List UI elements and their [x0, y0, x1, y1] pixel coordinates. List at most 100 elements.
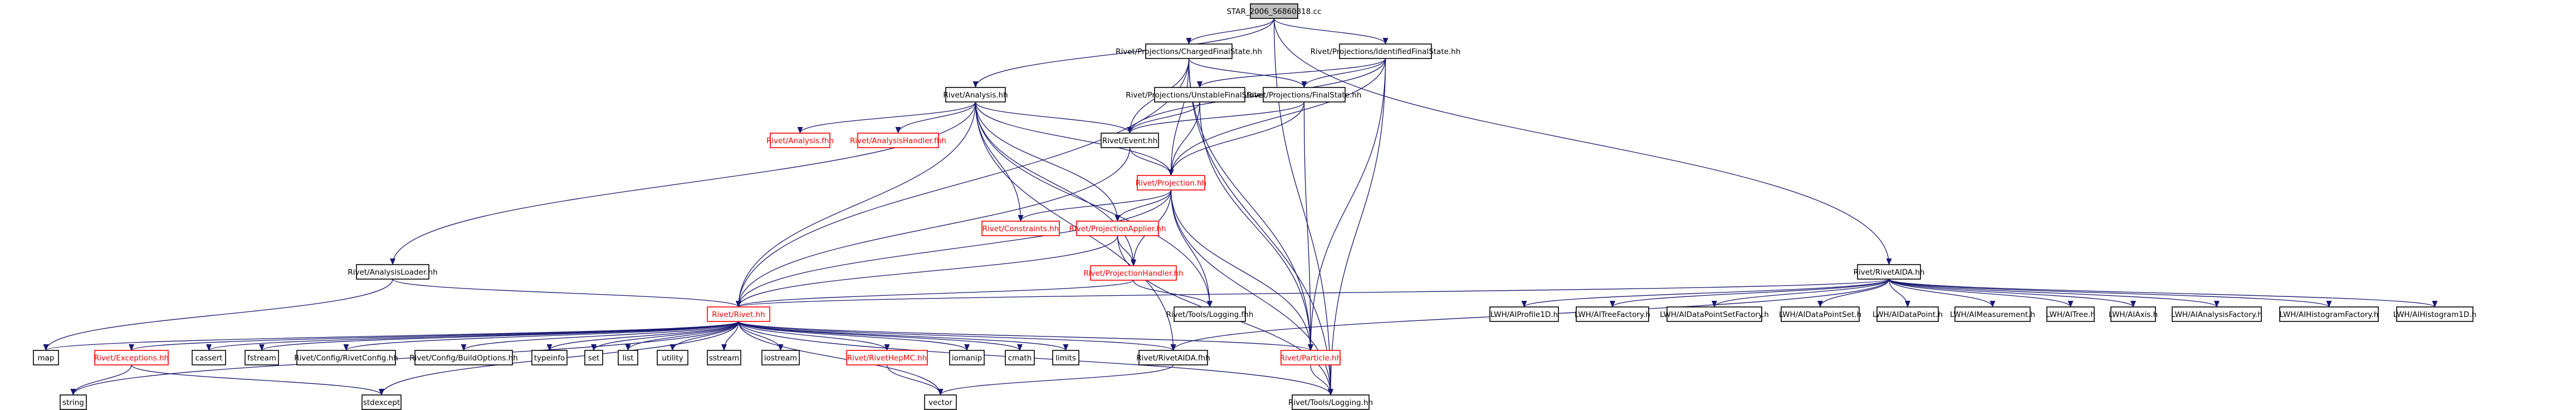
node-box: [1090, 265, 1177, 281]
node-label: LWH/AIDataPointSetFactory.h: [1660, 310, 1769, 319]
node-buildoptions[interactable]: Rivet/Config/BuildOptions.hh: [409, 350, 518, 365]
node-label: Rivet/Projections/IdentifiedFinalState.h…: [1311, 47, 1461, 56]
node-box: [1280, 350, 1341, 365]
node-set[interactable]: set: [584, 350, 603, 365]
edge-rivetaida_fhh-to-vector: [937, 364, 1174, 396]
node-root[interactable]: STAR_2006_S6860818.cc: [1226, 3, 1322, 19]
node-idp[interactable]: LWH/AIDataPoint.h: [1873, 306, 1943, 322]
node-logging_hh[interactable]: Rivet/Tools/Logging.hh: [1288, 394, 1373, 410]
node-ihistofactory[interactable]: LWH/AIHistogramFactory.h: [2279, 306, 2379, 322]
edge-root-to-logging_hh: [1273, 18, 1333, 396]
node-itreefactory[interactable]: LWH/AITreeFactory.h: [1575, 306, 1650, 322]
edge-chargedfs-to-projection: [1168, 58, 1190, 176]
edge-finalstate-to-event: [1127, 101, 1305, 134]
edge-analysis-to-constraints: [975, 101, 1024, 222]
edge-event-to-rivet: [736, 147, 1131, 308]
node-stdexcept[interactable]: stdexcept: [361, 394, 402, 410]
node-typeinfo[interactable]: typeinfo: [531, 350, 568, 365]
node-label: cmath: [1008, 354, 1032, 363]
node-fstream[interactable]: fstream: [245, 350, 279, 365]
node-box: [1138, 350, 1208, 365]
node-iprofile1d[interactable]: LWH/AIProfile1D.h: [1489, 306, 1559, 322]
node-cmath[interactable]: cmath: [1005, 350, 1035, 365]
node-ianalysisfactory[interactable]: LWH/AIAnalysisFactory.h: [2171, 306, 2262, 322]
node-label: Rivet/Projections/UnstableFinalState.hh: [1126, 91, 1274, 100]
node-rivet[interactable]: Rivet/Rivet.hh: [707, 306, 770, 322]
node-chargedfs[interactable]: Rivet/Projections/ChargedFinalState.hh: [1116, 43, 1262, 59]
node-identfs[interactable]: Rivet/Projections/IdentifiedFinalState.h…: [1311, 43, 1461, 59]
node-box: [1857, 264, 1921, 280]
node-box: [1781, 306, 1860, 322]
node-label: LWH/AIHistogram1D.h: [2393, 310, 2476, 319]
edge-particle-to-logging_hh: [1310, 364, 1333, 396]
node-label: vector: [928, 398, 952, 407]
node-box: [1005, 350, 1035, 365]
node-analysis_fhh[interactable]: Rivet/Analysis.fhh: [766, 133, 834, 148]
node-box: [857, 133, 939, 148]
node-analysishandler[interactable]: Rivet/AnalysisHandler.fhh: [850, 133, 946, 148]
edge-analysis-to-rivetaida_fhh: [975, 101, 1176, 351]
edge-analysis-to-analysis_fhh: [797, 101, 976, 134]
node-map[interactable]: map: [33, 350, 59, 365]
node-iaxis[interactable]: LWH/AIAxis.h: [2109, 306, 2158, 322]
node-label: iomanip: [952, 354, 982, 363]
node-box: [245, 350, 279, 365]
edge-analysis-to-event: [975, 101, 1133, 134]
node-label: map: [38, 354, 55, 363]
node-box: [1154, 87, 1245, 102]
node-particle[interactable]: Rivet/Particle.hh: [1280, 350, 1342, 365]
node-projhandler[interactable]: Rivet/ProjectionHandler.hh: [1083, 265, 1184, 281]
edge-rivetaida-to-ianalysisfactory: [1888, 279, 2220, 308]
node-projapplier[interactable]: Rivet/ProjectionApplier.hh: [1069, 221, 1166, 236]
node-finalstate[interactable]: Rivet/Projections/FinalState.hh: [1247, 87, 1362, 102]
node-logging_fhh[interactable]: Rivet/Tools/Logging.fhh: [1166, 306, 1254, 322]
node-imeasurement[interactable]: LWH/AIMeasurement.h: [1950, 306, 2035, 322]
node-label: Rivet/Exceptions.hh: [94, 354, 169, 363]
edge-analysis-to-analysishandler: [895, 101, 976, 134]
node-utility[interactable]: utility: [657, 350, 688, 365]
node-constraints[interactable]: Rivet/Constraints.hh: [981, 221, 1060, 236]
node-ihisto1d[interactable]: LWH/AIHistogram1D.h: [2393, 306, 2476, 322]
node-box: [707, 350, 741, 365]
node-label: LWH/AITreeFactory.h: [1575, 310, 1650, 319]
node-iomanip[interactable]: iomanip: [949, 350, 985, 365]
node-unstablefs[interactable]: Rivet/Projections/UnstableFinalState.hh: [1126, 87, 1274, 102]
node-sstream[interactable]: sstream: [707, 350, 741, 365]
edge-rivetaida-to-iaxis: [1888, 279, 2136, 308]
edge-exceptions-to-string: [70, 364, 132, 396]
node-label: string: [62, 398, 84, 407]
node-analysis[interactable]: Rivet/Analysis.hh: [943, 87, 1008, 102]
node-list[interactable]: list: [618, 350, 638, 365]
edge-identfs-to-unstablefs: [1197, 58, 1386, 88]
node-string[interactable]: string: [60, 394, 87, 410]
node-label: LWH/AITree.h: [2046, 310, 2095, 319]
node-itree[interactable]: LWH/AITree.h: [2046, 306, 2095, 322]
node-cassert[interactable]: cassert: [192, 350, 226, 365]
node-rivetaida_fhh[interactable]: Rivet/RivetAIDA.fhh: [1136, 350, 1210, 365]
graph-edges: [43, 18, 2438, 396]
node-label: iostream: [764, 354, 797, 363]
edge-rivetaida-to-itree: [1888, 279, 2074, 308]
node-projection[interactable]: Rivet/Projection.hh: [1136, 175, 1206, 191]
node-limits[interactable]: limits: [1052, 350, 1079, 365]
node-exceptions[interactable]: Rivet/Exceptions.hh: [94, 350, 169, 365]
edge-root-to-chargedfs: [1186, 18, 1275, 45]
node-analysisloader[interactable]: Rivet/AnalysisLoader.hh: [348, 264, 438, 280]
node-vector[interactable]: vector: [924, 394, 957, 410]
node-event[interactable]: Rivet/Event.hh: [1101, 133, 1159, 148]
node-idpset[interactable]: LWH/AIDataPointSet.h: [1779, 306, 1861, 322]
edge-root-to-analysis: [972, 18, 1275, 88]
edge-projection-to-logging_fhh: [1170, 189, 1213, 308]
node-iostream[interactable]: iostream: [761, 350, 800, 365]
edge-rivetaida-to-idpsfactory: [1712, 279, 1890, 308]
edge-rivetaida-to-ihistofactory: [1888, 279, 2332, 308]
node-idpsfactory[interactable]: LWH/AIDataPointSetFactory.h: [1660, 306, 1769, 322]
edge-root-to-rivetaida: [1273, 18, 1892, 265]
node-rivetconfig[interactable]: Rivet/Config/RivetConfig.hh: [294, 350, 398, 365]
edge-chargedfs-to-logging_hh: [1188, 58, 1333, 396]
node-box: [1292, 394, 1370, 410]
node-rivethepmc[interactable]: Rivet/RivetHepMC.hh: [846, 350, 928, 365]
node-rivetaida[interactable]: Rivet/RivetAIDA.hh: [1854, 264, 1925, 280]
node-box: [33, 350, 59, 365]
